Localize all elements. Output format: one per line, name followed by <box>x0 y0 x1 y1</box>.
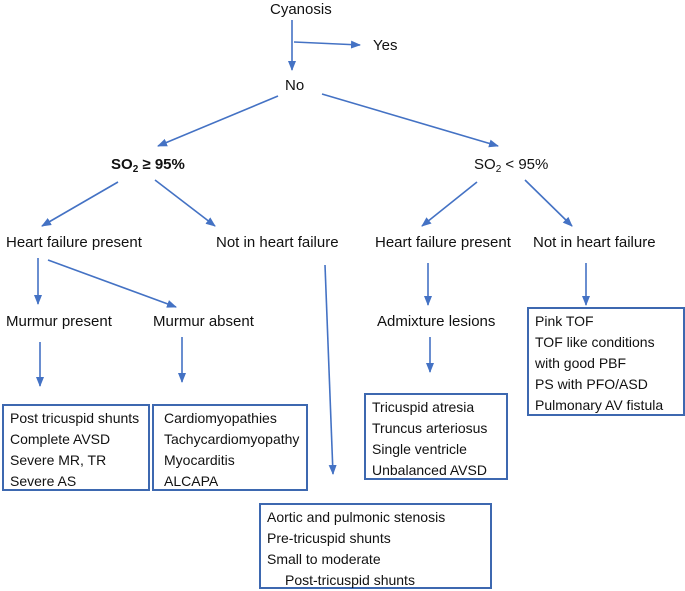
box-line: Tricuspid atresia <box>372 399 475 415</box>
box-line: Complete AVSD <box>10 431 111 447</box>
arrow-so2-high-hf <box>41 181 119 227</box>
arrow-hf-murmur-absent <box>47 259 177 308</box>
arrow-no-so2-high <box>157 95 279 147</box>
node-so2-low: SO2 < 95% <box>474 156 549 175</box>
box-line: Post-tricuspid shunts <box>285 572 415 588</box>
node-hf-present-left: Heart failure present <box>6 234 142 251</box>
box-line: Aortic and pulmonic stenosis <box>267 509 446 525</box>
arrow-nothf-aortic <box>324 264 337 475</box>
box-aortic: Aortic and pulmonic stenosis Pre-tricusp… <box>259 503 492 589</box>
box-line: Truncus arteriosus <box>372 420 488 436</box>
box-line: Severe AS <box>10 473 77 489</box>
box-cardiomyopathies: Cardiomyopathies Tachycardiomyopathy Myo… <box>152 404 308 491</box>
box-line: Small to moderate <box>267 551 381 567</box>
box-line: Pink TOF <box>535 313 594 329</box>
box-post-tricuspid: Post tricuspid shunts Complete AVSD Seve… <box>2 404 150 491</box>
arrow-so2-low-hf <box>421 181 478 227</box>
box-line: Severe MR, TR <box>10 452 107 468</box>
box-tricuspid: Tricuspid atresia Truncus arteriosus Sin… <box>364 393 508 480</box>
node-murmur-absent: Murmur absent <box>153 313 254 330</box>
node-not-hf-right: Not in heart failure <box>533 234 656 251</box>
box-line: Pre-tricuspid shunts <box>267 530 391 546</box>
box-line: PS with PFO/ASD <box>535 376 648 392</box>
arrow-so2-low-nothf <box>524 179 573 227</box>
box-line: TOF like conditions <box>535 334 655 350</box>
box-line: ALCAPA <box>164 473 219 489</box>
box-line: Post tricuspid shunts <box>10 410 140 426</box>
box-line: Single ventricle <box>372 441 467 457</box>
node-not-hf-left: Not in heart failure <box>216 234 339 251</box>
node-no: No <box>285 77 305 94</box>
node-murmur-present: Murmur present <box>6 313 112 330</box>
node-hf-present-right: Heart failure present <box>375 234 511 251</box>
box-line: Cardiomyopathies <box>164 410 277 426</box>
box-line: Unbalanced AVSD <box>372 462 487 478</box>
box-tof: Pink TOF TOF like conditions with good P… <box>527 307 685 416</box>
box-line: Myocarditis <box>164 452 235 468</box>
node-yes: Yes <box>373 37 398 54</box>
arrow-no-so2-low <box>321 93 499 148</box>
node-cyanosis: Cyanosis <box>270 1 332 18</box>
arrow-so2-high-nothf <box>154 179 216 227</box>
node-admixture: Admixture lesions <box>377 313 496 330</box>
node-so2-high: SO2 ≥ 95% <box>111 156 185 175</box>
box-line: with good PBF <box>535 355 627 371</box>
arrow-cyanosis-yes <box>293 40 361 49</box>
box-line: Tachycardiomyopathy <box>164 431 300 447</box>
box-line: Pulmonary AV fistula <box>535 397 664 413</box>
